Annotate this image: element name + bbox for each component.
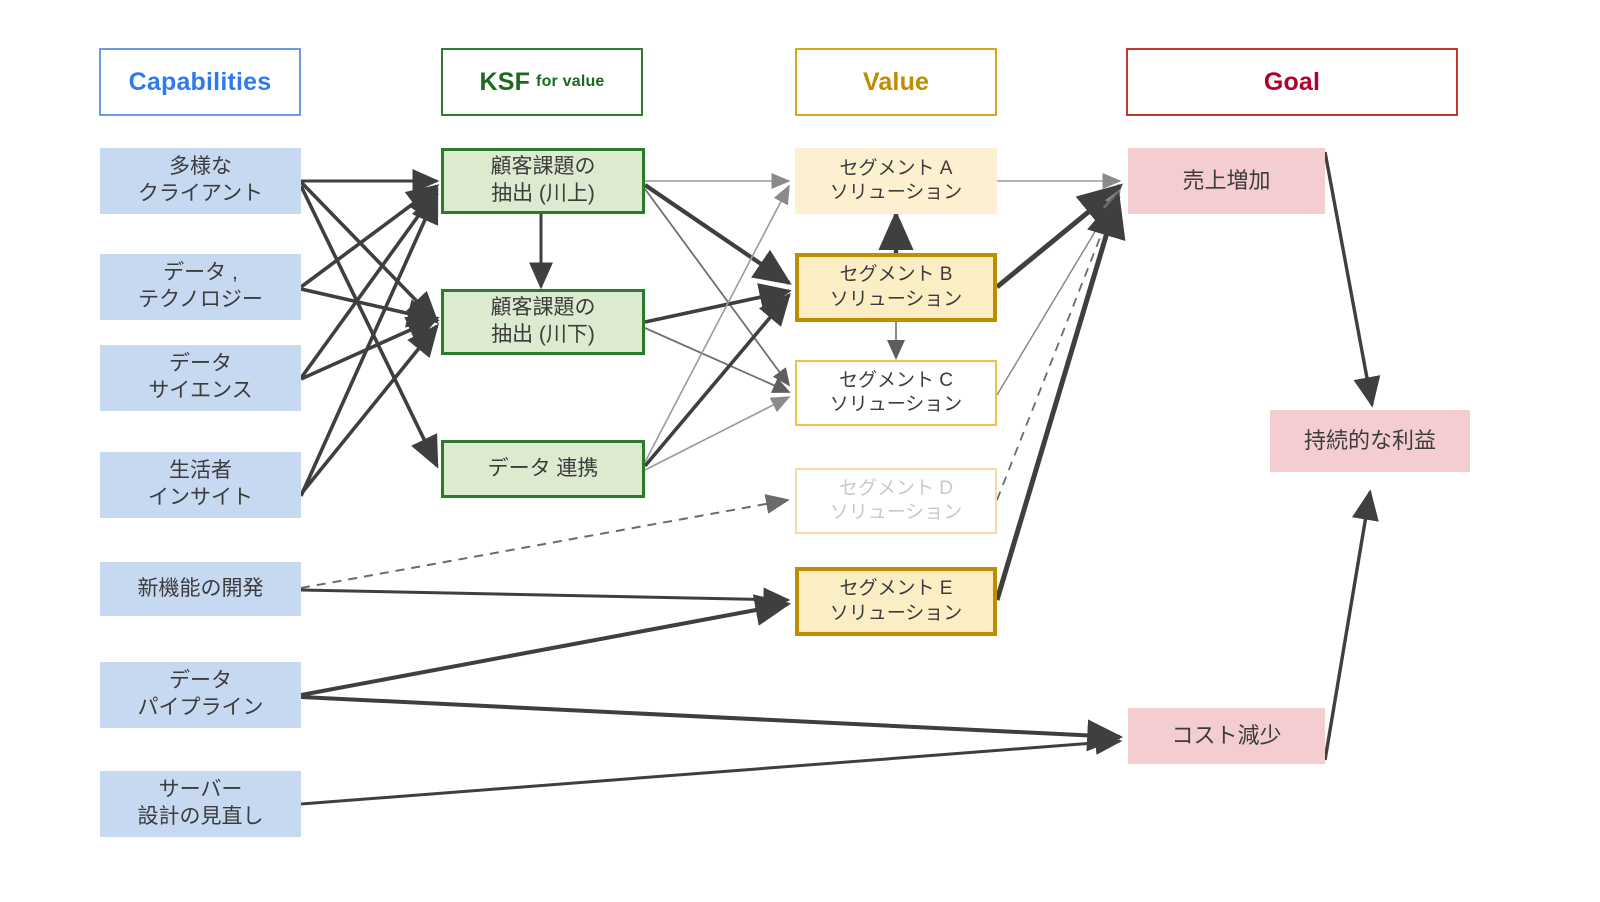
goal-label: 売上増加 (1182, 167, 1271, 193)
value-segment-c-solution[interactable]: セグメント C ソリューション (795, 360, 997, 426)
ksf-label: 顧客課題の 抽出 (川上) (490, 155, 596, 205)
column-header-goal-label: Goal (1263, 68, 1321, 96)
capability-label: サーバー 設計の見直し (137, 778, 264, 828)
column-header-goal: Goal (1126, 48, 1458, 116)
ksf-customer-issue-upstream[interactable]: 顧客課題の 抽出 (川上) (441, 148, 645, 214)
column-header-value-label: Value (862, 68, 930, 96)
value-label: セグメント C ソリューション (829, 369, 963, 415)
ksf-data-linkage[interactable]: データ 連携 (441, 440, 645, 498)
value-label: セグメント B ソリューション (829, 264, 963, 310)
edges-lower-capabilities (300, 494, 1124, 806)
goal-cost-reduction[interactable]: コスト減少 (1128, 708, 1325, 764)
capability-data-pipeline[interactable]: データ パイプライン (100, 662, 301, 728)
edges-ksf-to-value (643, 173, 792, 471)
capability-data-science[interactable]: データ サイエンス (100, 345, 301, 411)
capability-data-technology[interactable]: データ , テクノロジー (100, 254, 301, 320)
column-header-capabilities-label: Capabilities (128, 68, 272, 96)
capability-label: 多様な クライアント (137, 155, 264, 205)
value-label: セグメント E ソリューション (829, 578, 963, 624)
edges-capabilities-to-ksf (299, 169, 440, 497)
column-header-ksf: KSF for value (441, 48, 643, 116)
column-header-capabilities: Capabilities (99, 48, 301, 116)
goal-label: 持続的な利益 (1303, 427, 1436, 453)
goal-revenue-increase[interactable]: 売上増加 (1128, 148, 1325, 214)
capability-label: データ サイエンス (148, 352, 253, 402)
value-segment-d-solution[interactable]: セグメント D ソリューション (795, 468, 997, 534)
capability-new-feature-development[interactable]: 新機能の開発 (100, 562, 301, 616)
ksf-label: データ 連携 (487, 456, 599, 480)
edges-value-to-goal (994, 173, 1126, 601)
value-segment-e-solution[interactable]: セグメント E ソリューション (795, 567, 997, 636)
column-header-value: Value (795, 48, 997, 116)
capability-server-redesign[interactable]: サーバー 設計の見直し (100, 771, 301, 837)
ksf-customer-issue-downstream[interactable]: 顧客課題の 抽出 (川下) (441, 289, 645, 355)
capability-label: 生活者 インサイト (148, 459, 253, 509)
value-segment-a-solution[interactable]: セグメント A ソリューション (795, 148, 997, 214)
value-label: セグメント D ソリューション (829, 477, 963, 523)
column-header-ksf-label: KSF (479, 68, 531, 96)
goal-sustainable-profit[interactable]: 持続的な利益 (1270, 410, 1470, 472)
value-label: セグメント A ソリューション (829, 157, 963, 203)
capability-consumer-insight[interactable]: 生活者 インサイト (100, 452, 301, 518)
value-segment-b-solution[interactable]: セグメント B ソリューション (795, 253, 997, 322)
column-header-ksf-sublabel: for value (536, 72, 605, 90)
capability-label: データ パイプライン (137, 669, 264, 719)
capability-label: 新機能の開発 (137, 576, 264, 600)
capability-diverse-clients[interactable]: 多様な クライアント (100, 148, 301, 214)
ksf-label: 顧客課題の 抽出 (川下) (490, 296, 596, 346)
capability-label: データ , テクノロジー (138, 261, 263, 311)
goal-label: コスト減少 (1171, 722, 1282, 748)
